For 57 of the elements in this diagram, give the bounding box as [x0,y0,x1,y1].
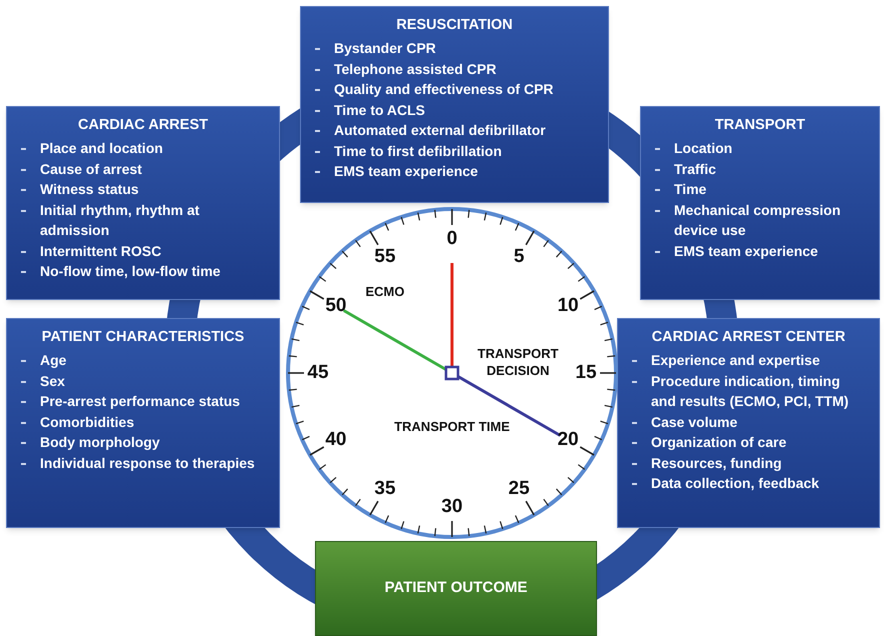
bullet-text: Sex [40,372,65,390]
factor-box [6,106,280,300]
bullet-text: Location [674,139,732,158]
bullet-text: Bystander CPR [334,39,436,58]
bullet-text: Body morphology [40,433,160,452]
bullet-text: EMS team experience [674,242,818,261]
bullet-text: Traffic [674,160,716,178]
outcome-box [315,541,597,636]
box-heading: RESUSCITATION [395,16,514,35]
bullet-text: Comorbidities [40,412,134,432]
clock-label: TRANSPORT TIME [393,418,511,435]
bullet-text: Pre-arrest performance status [40,392,240,411]
clock-number: 55 [373,246,397,268]
bullet-text: Time to first defibrillation [334,142,502,160]
bullet-text: Intermittent ROSC [40,242,162,260]
clock-number: 0 [446,228,458,250]
clock-number: 15 [574,362,598,384]
bullet-text: EMS team experience [334,162,478,181]
bullet-text: Age [40,351,66,370]
factor-box [300,6,609,203]
bullet-text: Organization of care [651,433,786,452]
factor-box [640,106,880,300]
box-heading: CARDIAC ARREST CENTER [650,328,846,347]
bullet-text: Quality and effectiveness of CPR [334,80,554,99]
bullet-text: Experience and expertise [651,351,820,370]
clock-number: 25 [507,478,531,500]
box-heading: PATIENT CHARACTERISTICS [40,328,246,347]
clock-number: 40 [324,429,348,451]
bullet-text: Cause of arrest [40,160,142,178]
bullet-text: Initial rhythm, rhythm at admission [40,200,200,240]
bullet-text: Time to ACLS [334,100,426,120]
clock-label: ECMO [364,283,406,300]
bullet-text: Mechanical compression device use [674,200,842,240]
bullet-text: Individual response to therapies [40,454,255,473]
box-heading: CARDIAC ARREST [77,116,209,135]
factor-box [6,318,280,528]
clock-label: TRANSPORT DECISION [476,345,560,379]
clock-number: 35 [373,478,397,500]
bullet-text: No-flow time, low-flow time [40,262,220,281]
bullet-text: Place and location [40,139,163,158]
bullet-text: Procedure indication, timing and results (ECMO, PCI, TTM) [651,372,850,411]
box-heading: TRANSPORT [714,116,806,135]
clock-number: 5 [512,246,526,268]
clock-number: 10 [556,295,580,317]
bullet-text: Resources, funding [651,454,782,473]
factor-box [617,318,880,528]
clock-number: 30 [440,496,464,518]
bullet-text: Telephone assisted CPR [334,60,496,79]
clock-number: 50 [324,295,348,317]
bullet-text: Time [674,180,706,199]
bullet-text: Data collection, feedback [651,474,820,493]
bullet-text: Automated external defibrillator [334,121,546,140]
bullet-text: Witness status [40,180,139,199]
clock-number: 20 [556,429,580,451]
box-heading: PATIENT OUTCOME [384,578,528,598]
clock-number: 45 [306,362,330,384]
bullet-text: Case volume [651,412,738,432]
